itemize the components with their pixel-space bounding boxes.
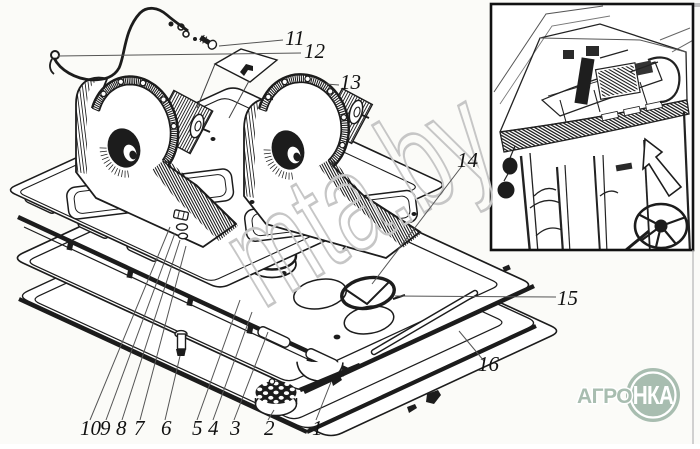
svg-text:1: 1 <box>312 416 323 440</box>
svg-text:3: 3 <box>229 416 241 440</box>
svg-text:7: 7 <box>134 416 146 440</box>
svg-text:16: 16 <box>478 352 500 376</box>
svg-text:12: 12 <box>304 39 326 63</box>
svg-text:10: 10 <box>80 416 102 440</box>
svg-text:15: 15 <box>557 286 578 310</box>
svg-text:АГРО: АГРО <box>577 385 632 408</box>
svg-text:НКА: НКА <box>633 381 674 410</box>
svg-text:2: 2 <box>264 416 275 440</box>
svg-text:11: 11 <box>285 26 304 50</box>
svg-text:6: 6 <box>161 416 172 440</box>
svg-text:5: 5 <box>192 416 203 440</box>
svg-text:4: 4 <box>208 416 219 440</box>
svg-text:14: 14 <box>457 148 479 172</box>
svg-text:8: 8 <box>116 416 127 440</box>
svg-text:9: 9 <box>100 416 111 440</box>
svg-text:13: 13 <box>340 70 361 94</box>
